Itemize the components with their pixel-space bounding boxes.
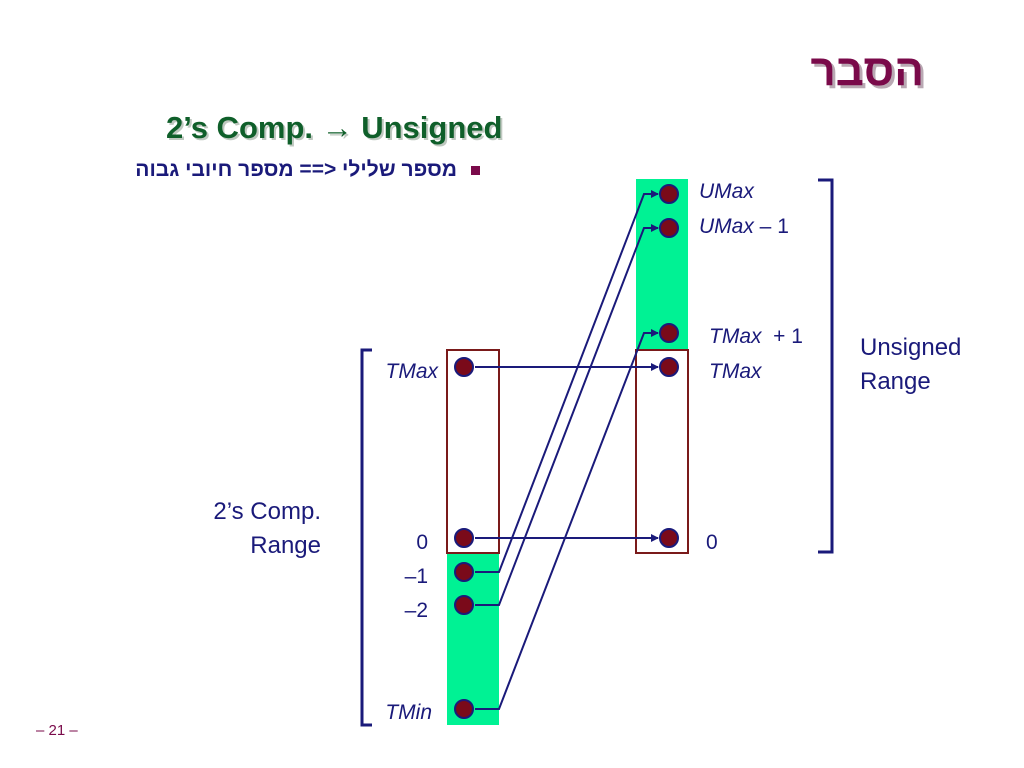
- right-zero-label: 0: [706, 531, 718, 554]
- right-tmax-plus1-rest: + 1: [761, 325, 803, 348]
- slide-subtitle: 2’s Comp. → Unsigned: [166, 110, 503, 145]
- dot-right-umax: [659, 184, 679, 204]
- slide-title: הסבר: [810, 46, 924, 95]
- arrow-minus2-to-umax-minus1: [475, 224, 659, 606]
- right-umax-label: UMax: [699, 180, 754, 203]
- dot-left-zero: [454, 528, 474, 548]
- dot-right-umax-minus1: [659, 218, 679, 238]
- twos-comp-range-bracket: [360, 348, 372, 727]
- unsigned-range-label: Unsigned Range: [860, 331, 961, 399]
- arrow-minus1-to-umax: [475, 190, 659, 573]
- left-zero-label: 0: [416, 531, 428, 554]
- arrow-tmin-to-tmax-plus1: [475, 329, 659, 710]
- left-nonnegative-box: [446, 349, 500, 554]
- twos-comp-range-line2: Range: [250, 532, 321, 559]
- twos-comp-range-line1: 2’s Comp.: [213, 498, 321, 525]
- right-tmax-plus1-label: TMax + 1: [709, 325, 803, 349]
- dot-left-minus1: [454, 562, 474, 582]
- left-minus2-label: –2: [404, 599, 428, 622]
- upper-unsigned-band: [636, 179, 688, 350]
- dot-left-tmax: [454, 357, 474, 377]
- right-nonnegative-box: [635, 349, 689, 554]
- bullet-text: מספר שלילי <== מספר חיובי גבוה: [135, 158, 457, 181]
- negative-range-band: [447, 553, 499, 725]
- dot-left-minus2: [454, 595, 474, 615]
- unsigned-range-line1: Unsigned: [860, 334, 962, 361]
- right-tmax-label: TMax: [709, 360, 762, 383]
- unsigned-range-line2: Range: [860, 368, 931, 395]
- page-number: – 21 –: [36, 722, 78, 739]
- dot-right-tmax-plus1: [659, 323, 679, 343]
- dot-left-tmin: [454, 699, 474, 719]
- dot-right-tmax: [659, 357, 679, 377]
- right-tmax-plus1-italic: TMax: [709, 325, 762, 348]
- left-tmax-label: TMax: [385, 360, 439, 383]
- bullet-item: מספר שלילי <== מספר חיובי גבוה: [135, 158, 480, 182]
- bullet-square-icon: [471, 165, 480, 175]
- right-umax-minus1-italic: UMax: [699, 215, 754, 238]
- left-tmin-label: TMin: [385, 701, 432, 724]
- right-umax-minus1-label: UMax – 1: [699, 215, 789, 239]
- left-minus1-label: –1: [404, 565, 428, 588]
- twos-comp-range-label: 2’s Comp. Range: [213, 495, 321, 563]
- dot-right-zero: [659, 528, 679, 548]
- unsigned-range-bracket: [818, 178, 834, 554]
- right-umax-minus1-rest: – 1: [753, 215, 789, 238]
